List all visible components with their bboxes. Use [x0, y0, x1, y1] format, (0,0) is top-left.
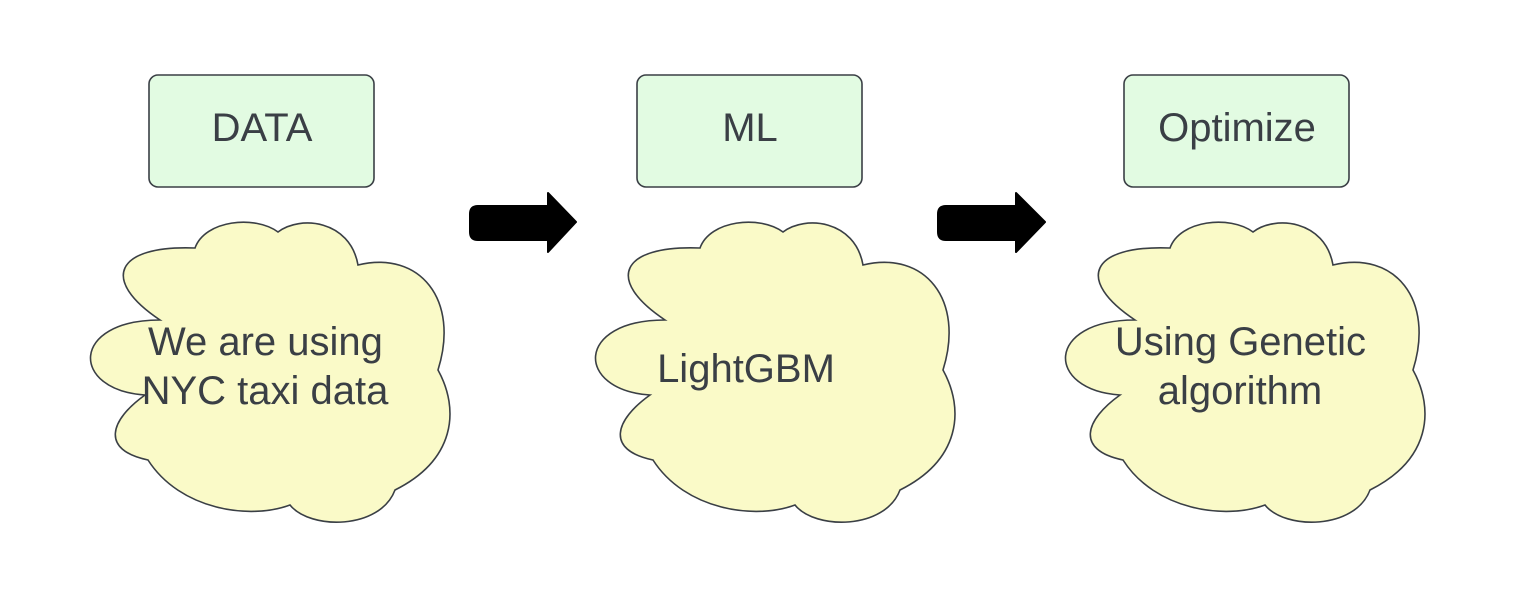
cloud-line-optimize-2: algorithm	[1158, 369, 1323, 413]
stage-title-box-data	[148, 74, 375, 188]
right-arrow-icon	[469, 192, 577, 253]
stage-title-data: DATA	[212, 106, 313, 150]
cloud-line-optimize-1: Using Genetic	[1115, 320, 1366, 364]
stage-ml: ML LightGBM	[594, 74, 956, 523]
stage-title-box-optimize	[1123, 74, 1350, 188]
right-arrow-icon	[937, 192, 1046, 253]
cloud-shape-optimize	[1064, 221, 1426, 523]
stage-data: DATA We are using NYC taxi data	[89, 74, 451, 523]
cloud-line-data-2: NYC taxi data	[142, 369, 390, 413]
cloud-line-ml-1: LightGBM	[657, 347, 835, 391]
cloud-text-ml: LightGBM	[657, 347, 835, 391]
stage-title-ml: ML	[722, 106, 778, 150]
stage-optimize: Optimize Using Genetic algorithm	[1064, 74, 1426, 523]
cloud-shape-data	[89, 221, 451, 523]
cloud-line-data-1: We are using	[148, 320, 383, 364]
cloud-shape-ml	[594, 221, 956, 523]
stage-title-optimize: Optimize	[1158, 106, 1316, 150]
stage-title-box-ml	[636, 74, 863, 188]
cloud-text-optimize: Using Genetic algorithm	[1115, 320, 1377, 413]
cloud-text-data: We are using NYC taxi data	[142, 320, 394, 413]
